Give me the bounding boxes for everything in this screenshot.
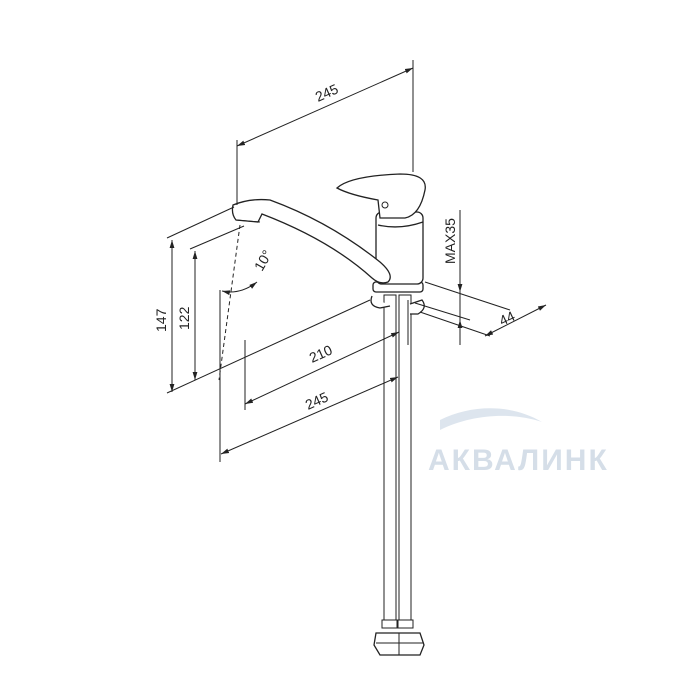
dim-label-122: 122: [176, 306, 192, 330]
lever-handle: [335, 173, 426, 219]
dim-label-max35: MAX35: [442, 218, 458, 264]
dim-label-top-245: 245: [313, 81, 341, 105]
dim-label-245-bottom: 245: [303, 389, 331, 413]
watermark-text: АКВАЛИНК: [428, 444, 609, 477]
dim-height-147: 147: [153, 206, 371, 394]
watermark-logo: АКВАЛИНК: [428, 408, 609, 477]
dim-label-147: 147: [153, 308, 169, 332]
mounting-bracket: [370, 295, 425, 345]
dim-max35: MAX35: [414, 210, 511, 345]
dim-diameter-44: 44: [419, 304, 547, 337]
dim-label-210: 210: [307, 342, 335, 366]
dim-height-122: 122: [176, 225, 245, 380]
spout: [231, 198, 391, 284]
dim-label-44: 44: [497, 308, 518, 329]
faucet-body: [372, 211, 424, 293]
supply-hoses: [373, 294, 425, 656]
dim-label-angle: 10°: [251, 247, 275, 273]
dim-reach-245: 245: [219, 290, 399, 462]
